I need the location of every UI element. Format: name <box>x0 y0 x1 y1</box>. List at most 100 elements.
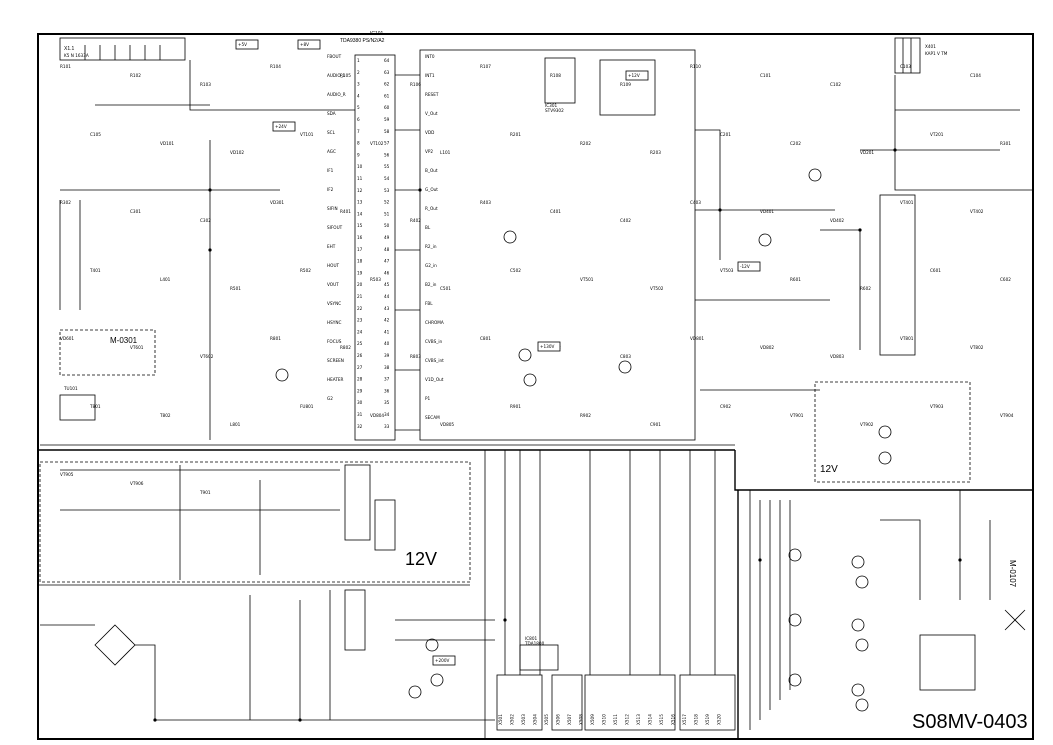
component-ref: VT902 <box>860 422 874 427</box>
component-ref: VD801 <box>690 336 704 341</box>
power-rail-label: +200V <box>435 658 450 663</box>
outer-frame <box>37 33 1034 740</box>
bottom-connector-label: X503 <box>521 714 526 725</box>
ic-pin-label: 58 <box>384 129 390 134</box>
component-ref: VT503 <box>720 268 734 273</box>
ic-pin-label: 4 <box>357 93 360 98</box>
ic-pin-label: 33 <box>384 424 390 429</box>
ic-pin-label: 34 <box>384 412 390 417</box>
crt-symbol <box>1004 609 1026 631</box>
component-ref: VD802 <box>760 345 774 350</box>
signal-label: IF2 <box>327 187 334 192</box>
component-ref: C803 <box>620 354 631 359</box>
signal-label: P1 <box>425 396 431 401</box>
ic-pin-label: 55 <box>384 164 390 169</box>
bottom-connector-label: X509 <box>590 714 595 725</box>
ic-output-block <box>599 59 656 116</box>
signal-label: B2_in <box>425 282 437 287</box>
ic-pin-label: 52 <box>384 200 390 205</box>
power-rail-label: +5V <box>238 42 247 47</box>
component-ref: R602 <box>860 286 871 291</box>
ic-pin-label: 35 <box>384 400 390 405</box>
component-ref: T901 <box>199 490 211 495</box>
component-ref: R104 <box>270 64 281 69</box>
signal-label: R2_in <box>425 244 437 249</box>
signal-label: RESET <box>425 92 439 97</box>
ic-pin-label: 46 <box>384 270 390 275</box>
bottom-connector-label: X510 <box>602 714 607 725</box>
component-ref: R801 <box>270 336 281 341</box>
ic-pin-label: 16 <box>357 235 363 240</box>
signal-label: BL <box>425 225 431 230</box>
component-ref: R502 <box>300 268 311 273</box>
component-ref: C501 <box>440 286 451 291</box>
component-ref: R201 <box>510 132 521 137</box>
bottom-connector-label: X506 <box>556 714 561 725</box>
component-ref: R103 <box>200 82 211 87</box>
component-ref: R202 <box>580 141 591 146</box>
ic-pin-label: 5 <box>357 105 360 110</box>
wiring <box>38 60 1033 740</box>
component-ref: C403 <box>690 200 701 205</box>
ic-pin-label: 29 <box>357 388 363 393</box>
ic-pin-label: 62 <box>384 82 390 87</box>
signal-label: CVBS_in <box>425 339 443 344</box>
ic-pin-label: 22 <box>357 306 363 311</box>
ic-pin-label: 28 <box>357 377 363 382</box>
component-ref: R802 <box>340 345 351 350</box>
ic-pin-label: 50 <box>384 223 390 228</box>
ic-pin-label: 42 <box>384 318 390 323</box>
component-ref: R110 <box>690 64 701 69</box>
component-ref: C301 <box>130 209 141 214</box>
component-ref: C201 <box>720 132 731 137</box>
ic-reg-body <box>544 57 576 104</box>
component-ref: R401 <box>340 209 351 214</box>
signal-label: FBOUT <box>327 54 342 59</box>
ic-pin-label: 49 <box>384 235 390 240</box>
bottom-right-divider <box>734 450 1033 491</box>
component-ref: C102 <box>830 82 841 87</box>
component-ref: R302 <box>60 200 71 205</box>
power-rail-box <box>537 341 561 352</box>
power-rail-box <box>297 39 321 50</box>
ic-reg-ref: IC301 <box>545 103 557 108</box>
psu-12v-box <box>39 461 471 583</box>
connector-x101 <box>59 37 186 61</box>
component-ref: C103 <box>900 64 911 69</box>
signal-label: VSYNC <box>327 301 341 306</box>
signal-label: AUDIO_L <box>327 73 346 78</box>
signal-label: HEATER <box>327 377 344 382</box>
module-m0301-label: M-0301 <box>110 336 138 345</box>
signal-label: B_Out <box>425 168 438 173</box>
component-ref: C902 <box>720 404 731 409</box>
ic-pin-label: 27 <box>357 365 363 370</box>
component-ref: VT905 <box>60 472 74 477</box>
signal-label: V1D_Out <box>425 377 444 382</box>
bridge-rectifier <box>94 624 136 666</box>
component-ref: C101 <box>760 73 771 78</box>
signal-label: SIFOUT <box>327 225 343 230</box>
ic-pin-label: 2 <box>357 70 360 75</box>
component-ref: L101 <box>440 150 451 155</box>
ic-pin-label: 7 <box>357 129 360 134</box>
ic-pin-label: 64 <box>384 58 390 63</box>
component-ref: R109 <box>620 82 631 87</box>
component-ref: VT102 <box>370 141 384 146</box>
component-ref: R803 <box>410 354 421 359</box>
module-m0301-box <box>59 329 156 376</box>
ic-pin-label: 26 <box>357 353 363 358</box>
component-ref: C105 <box>90 132 101 137</box>
ic-main-ref: IC101 <box>370 31 384 37</box>
signal-label: SIFIN <box>327 206 338 211</box>
bottom-connector-label: X507 <box>567 714 572 725</box>
power-rail-label: -12V <box>740 264 750 269</box>
ic-pin-label: 15 <box>357 223 363 228</box>
signal-label: CHROMA <box>425 320 444 325</box>
component-ref: R106 <box>410 82 421 87</box>
ic-pin-label: 13 <box>357 200 363 205</box>
component-ref: VT904 <box>1000 413 1014 418</box>
component-ref: VT903 <box>930 404 944 409</box>
component-ref: VD201 <box>860 150 874 155</box>
